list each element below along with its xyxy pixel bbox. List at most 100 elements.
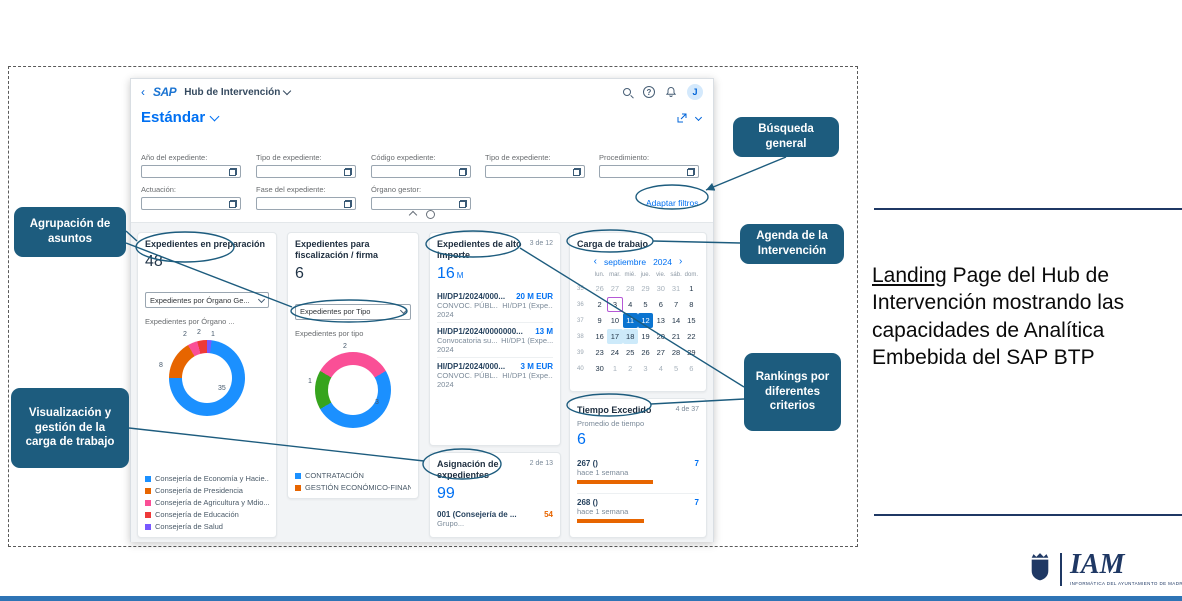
chart-dimension-select[interactable]: Expedientes por Órgano Ge...	[145, 292, 269, 309]
calendar-day[interactable]: 5	[673, 364, 679, 374]
calendar-day[interactable]: 27	[656, 348, 665, 358]
card-title: Expedientes de alto importe	[437, 239, 522, 261]
calendar-day[interactable]: 29	[641, 284, 650, 294]
calendar-day[interactable]: 14	[671, 316, 681, 326]
value-help-icon[interactable]	[459, 199, 467, 208]
variant-title[interactable]: Estándar	[141, 109, 220, 126]
filter-input[interactable]	[371, 197, 471, 210]
list-item[interactable]: HI/DP1/2024/000...3 M EUR CONVOC. PÚBL..…	[437, 356, 553, 392]
card-asignacion-expedientes[interactable]: Asignación de expedientes 2 de 13 99 001…	[429, 452, 561, 538]
legend-item: Consejería de Educación	[145, 510, 269, 519]
calendar-day[interactable]: 3	[607, 297, 623, 313]
calendar-day[interactable]: 1	[612, 364, 617, 374]
calendar-day[interactable]: 29	[687, 348, 696, 358]
calendar-day[interactable]: 4	[628, 300, 633, 310]
item-amount: 54	[544, 509, 553, 519]
calendar-day[interactable]: 30	[595, 364, 604, 374]
calendar-day[interactable]: 19	[641, 332, 650, 342]
adapt-filters-link[interactable]: Adaptar filtros	[646, 198, 699, 208]
card-expedientes-en-preparacion[interactable]: Expedientes en preparación 48 Expediente…	[137, 232, 277, 538]
legend-swatch	[295, 484, 301, 491]
calendar-day[interactable]: 11	[622, 313, 638, 329]
app-title[interactable]: Hub de Intervención	[184, 87, 292, 98]
value-help-icon[interactable]	[344, 167, 352, 176]
value-help-icon[interactable]	[573, 167, 581, 176]
calendar-day[interactable]: 6	[658, 300, 663, 310]
calendar-day[interactable]: 28	[671, 348, 681, 358]
shell-bar: ‹ SAP Hub de Intervención ? J	[131, 79, 713, 105]
list-item[interactable]: 267 ()7 hace 1 semana	[577, 455, 699, 487]
filter-input[interactable]	[371, 165, 471, 178]
legend-item: GESTIÓN ECONÓMICO-FINANC...	[295, 483, 411, 492]
calendar-day[interactable]: 25	[626, 348, 635, 358]
calendar-day[interactable]: 9	[597, 316, 602, 326]
legend-item: Consejería de Economía y Hacie...	[145, 474, 269, 483]
calendar-day[interactable]: 13	[656, 316, 665, 326]
calendar-day[interactable]: 28	[626, 284, 635, 294]
calendar-day[interactable]: 26	[595, 284, 604, 294]
filter-input[interactable]	[141, 165, 241, 178]
calendar-day[interactable]: 20	[656, 332, 665, 342]
calendar-next-icon[interactable]: ›	[678, 256, 683, 268]
list-item[interactable]: HI/DP1/2024/000...20 M EUR CONVOC. PÚBL.…	[437, 288, 553, 322]
calendar-day[interactable]: 3	[643, 364, 648, 374]
header-actions[interactable]	[677, 113, 703, 123]
calendar-day[interactable]: 27	[610, 284, 620, 294]
pin-icon[interactable]	[425, 210, 435, 219]
calendar-day[interactable]: 12	[637, 313, 654, 329]
help-icon[interactable]: ?	[643, 86, 655, 98]
value-help-icon[interactable]	[344, 199, 352, 208]
chart-dimension-select[interactable]: Expedientes por Tipo	[295, 303, 411, 320]
calendar-day[interactable]: 23	[595, 348, 604, 358]
value-help-icon[interactable]	[459, 167, 467, 176]
filter-input[interactable]	[599, 165, 699, 178]
kpi-value: 6	[577, 431, 586, 449]
filter-input[interactable]	[141, 197, 241, 210]
calendar-day[interactable]: 21	[671, 332, 681, 342]
calendar-day[interactable]: 15	[687, 316, 696, 326]
header-collapse-bar[interactable]	[131, 210, 713, 219]
list-item[interactable]: 268 ()7 hace 1 semana	[577, 493, 699, 526]
calendar-day[interactable]: 24	[610, 348, 620, 358]
filter-input[interactable]	[256, 197, 356, 210]
list-item[interactable]: 001 (Consejería de ...54 Grupo...	[437, 506, 553, 531]
duration-bar	[577, 519, 645, 524]
calendar-day[interactable]: 31	[671, 284, 681, 294]
avatar[interactable]: J	[687, 84, 703, 100]
filter-input[interactable]	[256, 165, 356, 178]
calendar-day[interactable]: 8	[689, 300, 694, 310]
calendar-day[interactable]: 4	[658, 364, 663, 374]
calendar-day[interactable]: 18	[622, 329, 638, 345]
calendar-day[interactable]: 17	[607, 329, 623, 345]
card-title: Tiempo Excedido	[577, 405, 652, 415]
donut-chart-tipo: 1 2 3	[308, 343, 391, 428]
calendar-day[interactable]: 16	[595, 332, 604, 342]
collapse-icon[interactable]	[408, 210, 417, 219]
value-help-icon[interactable]	[229, 167, 237, 176]
calendar-day[interactable]: 1	[689, 284, 694, 294]
calendar-day[interactable]: 6	[689, 364, 694, 374]
card-expedientes-fiscalizacion[interactable]: Expedientes para fiscalización / firma 6…	[287, 232, 419, 499]
back-icon[interactable]: ‹	[141, 85, 145, 99]
calendar-day[interactable]: 2	[628, 364, 633, 374]
calendar-day[interactable]: 26	[641, 348, 650, 358]
search-icon[interactable]	[622, 87, 633, 98]
card-tiempo-excedido[interactable]: Tiempo Excedido 4 de 37 Promedio de tiem…	[569, 398, 707, 538]
calendar-day[interactable]: 22	[687, 332, 696, 342]
card-carga-de-trabajo[interactable]: Carga de trabajo ‹ septiembre 2024 › lun…	[569, 232, 707, 392]
value-help-icon[interactable]	[229, 199, 237, 208]
calendar-day[interactable]: 5	[643, 300, 648, 310]
value-help-icon[interactable]	[687, 167, 695, 176]
bell-icon[interactable]	[665, 86, 677, 98]
filter-input[interactable]	[485, 165, 585, 178]
calendar-day[interactable]: 2	[597, 300, 602, 310]
calendar-day[interactable]: 7	[673, 300, 679, 310]
calendar-day[interactable]: 30	[656, 284, 665, 294]
calendar-month[interactable]: septiembre	[604, 257, 647, 268]
list-item[interactable]: HI/DP1/2024/0000000...13 M Convocatoria …	[437, 321, 553, 357]
calendar-day[interactable]: 10	[610, 316, 620, 326]
share-icon[interactable]	[677, 113, 687, 123]
calendar-prev-icon[interactable]: ‹	[593, 256, 597, 268]
calendar-year[interactable]: 2024	[653, 257, 672, 268]
